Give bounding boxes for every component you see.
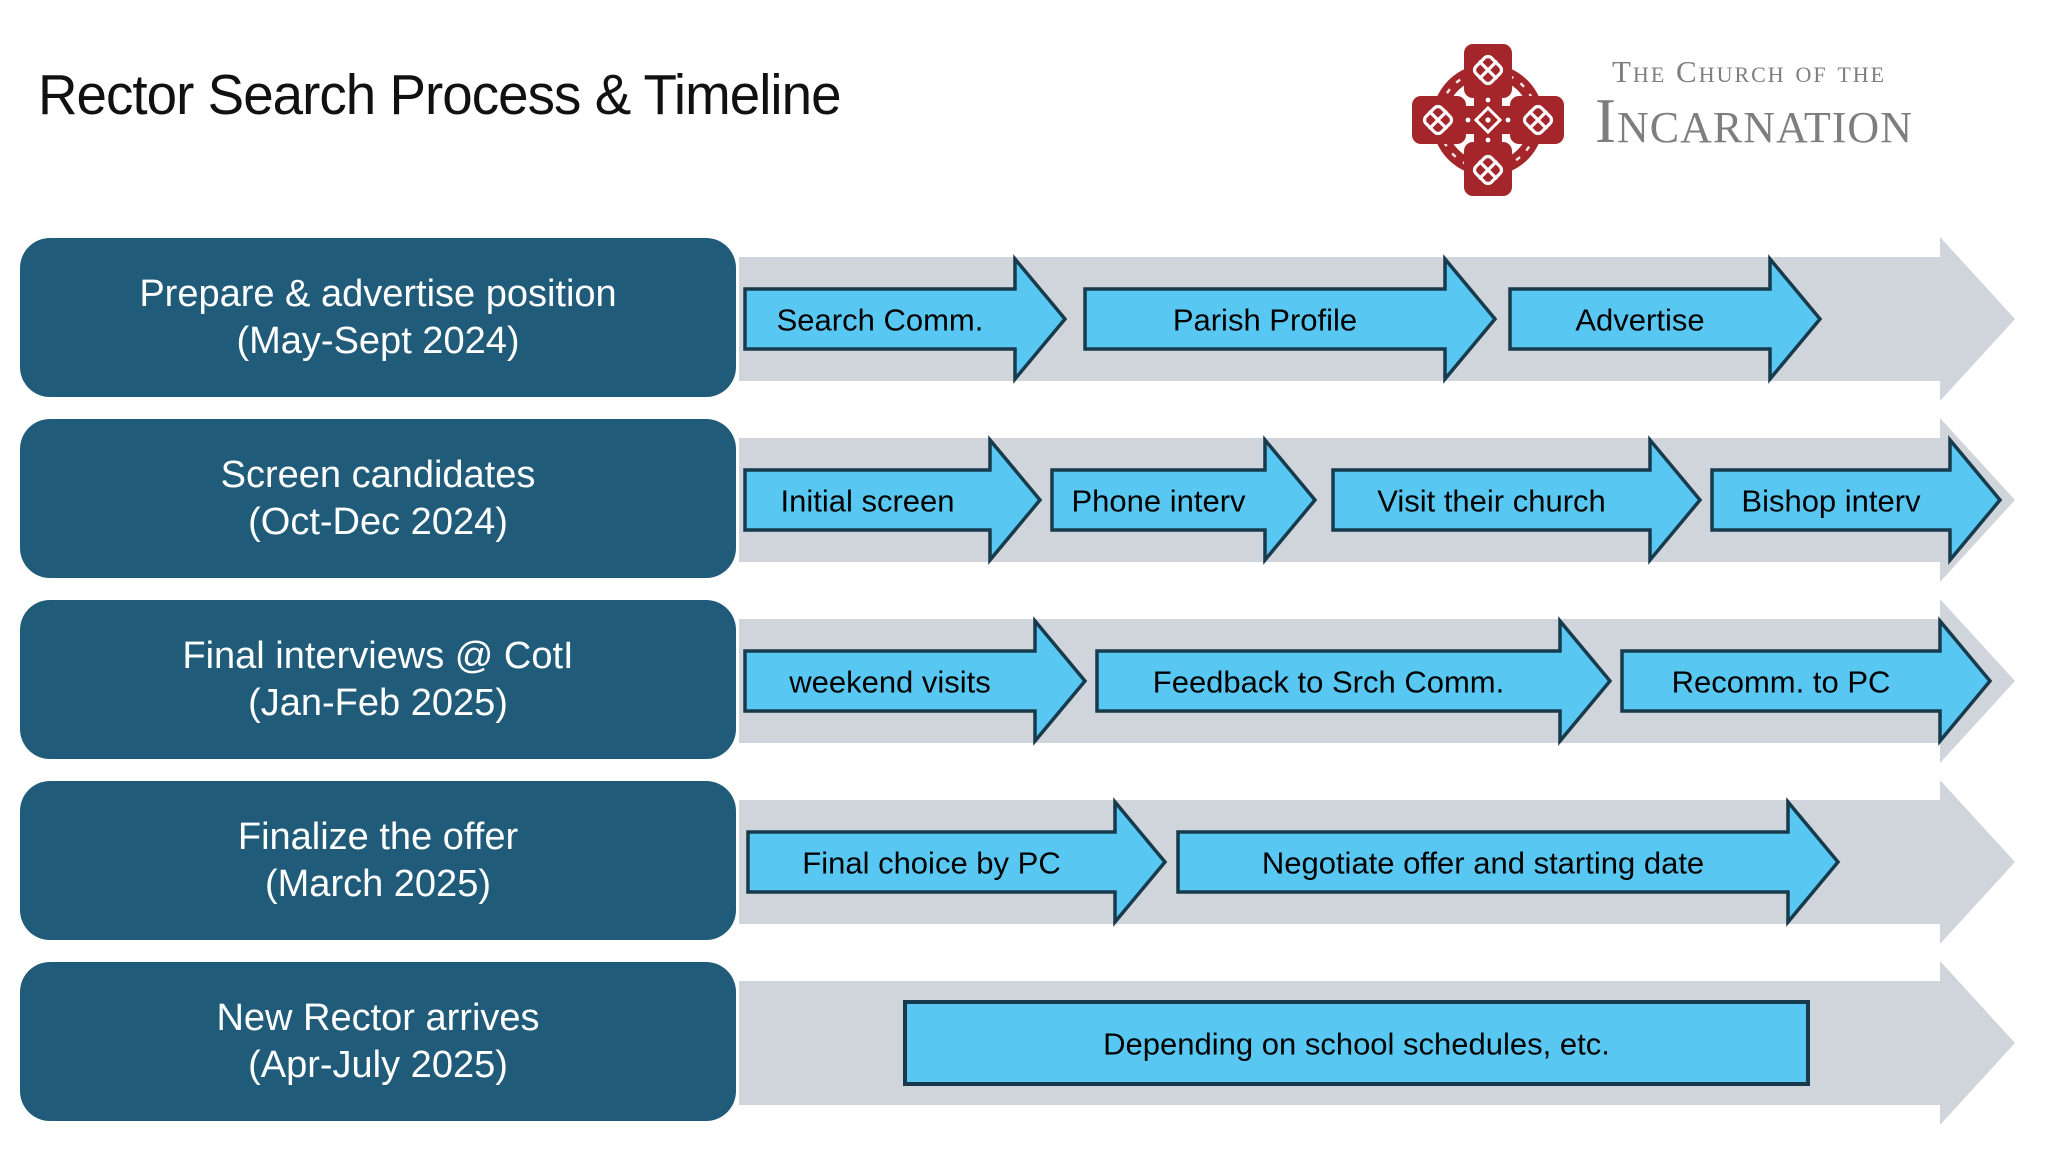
timeline-band: Final choice by PC Negotiate offer and st… xyxy=(739,780,2015,944)
step-label: Feedback to Srch Comm. xyxy=(1153,665,1504,700)
process-step-arrow xyxy=(1176,797,1841,927)
process-step-arrow xyxy=(1508,254,1823,384)
phase-title: Screen candidates xyxy=(220,453,536,496)
timeline-band: weekend visits Feedback to Srch Comm. Reco… xyxy=(739,599,2015,763)
timeline-row: Final interviews @ CotI (Jan-Feb 2025) w… xyxy=(0,599,2048,770)
process-step-arrow xyxy=(743,254,1068,384)
step-label: Search Comm. xyxy=(777,303,984,338)
logo-text-line1: The Church of the xyxy=(1612,54,1887,89)
phase-dates: (March 2025) xyxy=(265,862,491,905)
process-step-arrow xyxy=(1331,435,1703,565)
step-label: Initial screen xyxy=(780,484,954,519)
process-step-arrow xyxy=(746,797,1168,927)
process-step-arrow xyxy=(1710,435,2003,565)
phase-dates: (Oct-Dec 2024) xyxy=(248,500,508,543)
phase-title: Final interviews @ CotI xyxy=(182,634,574,677)
step-label: Visit their church xyxy=(1377,484,1606,519)
phase-title: New Rector arrives xyxy=(216,996,540,1039)
process-step-arrow xyxy=(743,435,1043,565)
process-step-arrow xyxy=(1083,254,1498,384)
phase-dates: (Apr-July 2025) xyxy=(248,1043,508,1086)
step-label: weekend visits xyxy=(788,665,991,700)
process-step-arrow xyxy=(1095,616,1613,746)
phase-box: Screen candidates (Oct-Dec 2024) xyxy=(20,419,736,578)
timeline-row: Screen candidates (Oct-Dec 2024) Initial… xyxy=(0,418,2048,589)
timeline-band: Depending on school schedules, etc. xyxy=(739,961,2015,1125)
phase-box: New Rector arrives (Apr-July 2025) xyxy=(20,962,736,1121)
step-label: Negotiate offer and starting date xyxy=(1262,846,1704,881)
phase-box: Prepare & advertise position (May-Sept 2… xyxy=(20,238,736,397)
process-step-box xyxy=(903,1000,1810,1086)
step-label: Parish Profile xyxy=(1173,303,1357,338)
process-step-arrow xyxy=(1050,435,1318,565)
process-step-arrow xyxy=(743,616,1088,746)
celtic-cross-icon xyxy=(1412,44,1564,196)
phase-title: Finalize the offer xyxy=(237,815,519,858)
step-label: Advertise xyxy=(1575,303,1704,338)
phase-box: Finalize the offer (March 2025) xyxy=(20,781,736,940)
timeline-band: Initial screen Phone interv Visit their ch… xyxy=(739,418,2015,582)
phase-dates: (May-Sept 2024) xyxy=(236,319,520,362)
timeline-row: Finalize the offer (March 2025) Final ch… xyxy=(0,780,2048,951)
timeline-row: Prepare & advertise position (May-Sept 2… xyxy=(0,237,2048,408)
step-label: Bishop interv xyxy=(1741,484,1921,519)
logo-text-line2: Incarnation xyxy=(1595,86,1913,156)
step-label: Final choice by PC xyxy=(802,846,1060,881)
page-title: Rector Search Process & Timeline xyxy=(38,63,842,127)
church-logo-wordmark: The Church of the Incarnation xyxy=(1595,54,1913,156)
step-label: Depending on school schedules, etc. xyxy=(1103,1027,1610,1062)
phase-title: Prepare & advertise position xyxy=(139,272,617,315)
step-label: Recomm. to PC xyxy=(1672,665,1891,700)
process-step-arrow xyxy=(1620,616,1993,746)
church-logo: The Church of the Incarnation xyxy=(1408,38,2048,202)
step-label: Phone interv xyxy=(1071,484,1246,519)
timeline-band: Search Comm. Parish Profile Advertise xyxy=(739,237,2015,401)
phase-dates: (Jan-Feb 2025) xyxy=(248,681,508,724)
phase-box: Final interviews @ CotI (Jan-Feb 2025) xyxy=(20,600,736,759)
timeline-row: New Rector arrives (Apr-July 2025) Depen… xyxy=(0,961,2048,1132)
